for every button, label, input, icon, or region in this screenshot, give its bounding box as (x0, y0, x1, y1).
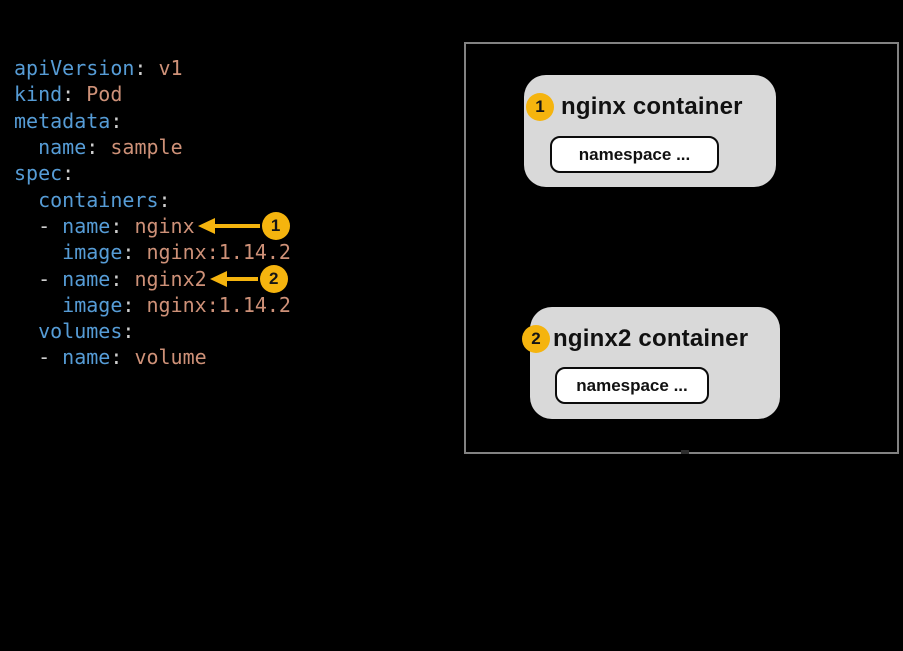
container-title: nginx container (561, 93, 743, 120)
yaml-token: image (62, 292, 123, 317)
pod-boundary-box: 1 nginx container namespace ... 2 nginx2… (464, 42, 899, 454)
yaml-token (14, 240, 62, 264)
yaml-token: : (62, 161, 75, 186)
yaml-line: image: nginx:1.14.2 (14, 239, 291, 265)
yaml-token (14, 293, 62, 317)
yaml-line: apiVersion: v1 (14, 55, 291, 81)
yaml-token: - (14, 213, 63, 238)
yaml-token: : (122, 292, 147, 317)
yaml-line: name: sample (14, 134, 291, 160)
yaml-token: : (110, 213, 135, 238)
callout-badge: 1 (526, 93, 554, 121)
container-title: nginx2 container (553, 325, 749, 352)
callout-badge: 2 (259, 264, 288, 293)
yaml-token: : (110, 266, 135, 291)
yaml-line: kind: Pod (14, 81, 291, 107)
callout-badge: 2 (522, 325, 550, 353)
yaml-token: nginx:1.14.2 (146, 292, 291, 317)
yaml-token: name (62, 213, 111, 238)
yaml-token: nginx2 (134, 266, 207, 291)
yaml-token: - (14, 345, 63, 370)
yaml-line: containers: (14, 186, 291, 212)
callout-badge: 1 (261, 211, 290, 240)
yaml-line: metadata: (14, 108, 291, 134)
yaml-token: : (110, 345, 135, 370)
yaml-token (14, 319, 38, 343)
yaml-token: : (110, 108, 123, 133)
yaml-token: : (62, 82, 87, 107)
yaml-token (14, 188, 38, 212)
yaml-token: : (86, 135, 111, 160)
yaml-token: v1 (158, 56, 183, 81)
yaml-token: nginx (134, 213, 195, 238)
callout-arrow-icon (197, 217, 260, 234)
yaml-line: volumes: (14, 318, 291, 344)
yaml-line: - name: nginx 1 (14, 211, 291, 240)
yaml-line: - name: volume (14, 344, 291, 370)
border-notch (681, 450, 689, 454)
yaml-token: : (158, 187, 171, 212)
container-card-nginx2: 2 nginx2 container namespace ... (522, 307, 780, 419)
yaml-token: : (122, 240, 147, 265)
callout: 2 (209, 264, 288, 293)
yaml-token: apiVersion (14, 56, 135, 81)
yaml-token: image (62, 240, 123, 265)
yaml-token: metadata (14, 108, 111, 133)
yaml-token: containers (38, 187, 159, 212)
yaml-line: spec: (14, 160, 291, 186)
yaml-line: - name: nginx2 2 (14, 264, 291, 293)
callout-arrow-icon (209, 270, 258, 287)
yaml-token: kind (14, 82, 63, 107)
yaml-token: spec (14, 161, 63, 186)
namespace-button: namespace ... (550, 136, 719, 173)
yaml-token: : (122, 319, 135, 344)
yaml-token: volumes (38, 319, 123, 344)
yaml-token: volume (134, 345, 207, 370)
yaml-line: image: nginx:1.14.2 (14, 292, 291, 318)
yaml-token: name (62, 345, 111, 370)
yaml-token: sample (110, 135, 183, 160)
yaml-token: - (14, 266, 63, 291)
yaml-token: : (134, 56, 159, 81)
yaml-token: Pod (86, 82, 123, 107)
yaml-token: name (38, 135, 87, 160)
yaml-token (14, 135, 38, 159)
container-card-nginx: 1 nginx container namespace ... (524, 75, 776, 187)
namespace-button: namespace ... (555, 367, 709, 404)
yaml-token: name (62, 266, 111, 291)
yaml-token: nginx:1.14.2 (146, 240, 291, 265)
callout: 1 (197, 211, 290, 240)
